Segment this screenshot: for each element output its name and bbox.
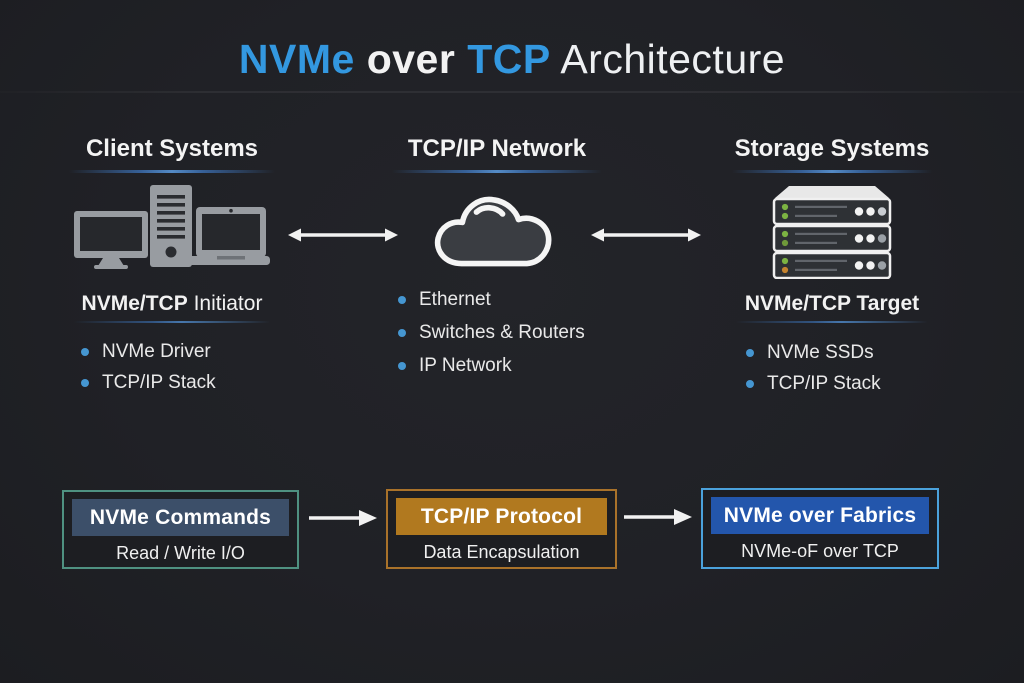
tcpip-network-header: TCP/IP Network — [407, 135, 587, 162]
list-item: NVMe SSDs — [746, 337, 946, 368]
initiator-subheader-regular: Initiator — [187, 292, 263, 315]
nvme-commands-box-header: NVMe Commands — [72, 499, 289, 536]
tcpip-protocol-box: TCP/IP Protocol Data Encapsulation — [386, 489, 617, 569]
title-nvme: NVMe — [238, 36, 355, 82]
bullet-dot — [398, 295, 406, 304]
storage-systems-header: Storage Systems — [734, 135, 930, 162]
bullet-dot — [81, 347, 89, 356]
title-architecture: Architecture — [550, 36, 786, 82]
nvme-over-fabrics-box: NVMe over Fabrics NVMe-oF over TCP — [701, 488, 939, 569]
nvme-over-fabrics-box-header: NVMe over Fabrics — [711, 497, 929, 534]
page-title: NVMe over TCP Architecture — [0, 36, 1024, 83]
bullet-label: Switches & Routers — [419, 321, 585, 343]
desktop-tower-laptop-icon — [55, 185, 289, 274]
target-underline — [736, 321, 928, 323]
storage-systems-column: Storage Systems NVMe/TC — [718, 135, 946, 415]
title-separator — [0, 91, 1024, 93]
tcpip-protocol-box-header: TCP/IP Protocol — [396, 498, 607, 535]
target-subheader-bold: NVMe/TCP Target — [744, 292, 920, 315]
initiator-subheader: NVMe/TCP Initiator — [55, 292, 289, 316]
storage-header-underline — [731, 170, 933, 173]
initiator-subheader-bold: NVMe/TCP — [81, 292, 188, 315]
list-item: NVMe Driver — [81, 336, 289, 367]
target-subheader: NVMe/TCP Target — [718, 292, 946, 316]
client-header-underline — [69, 170, 275, 173]
initiator-underline — [73, 321, 271, 323]
flow-arrow-right-icon — [307, 508, 379, 528]
tcpip-protocol-box-body: Data Encapsulation — [423, 541, 580, 562]
bullet-dot — [746, 379, 754, 388]
server-stack-icon — [718, 185, 946, 284]
network-header-underline — [392, 170, 602, 173]
bullet-label: NVMe Driver — [102, 340, 211, 362]
bullet-dot — [398, 361, 406, 370]
list-item: TCP/IP Stack — [746, 368, 946, 399]
bullet-label: NVMe SSDs — [767, 341, 874, 363]
network-storage-double-arrow-icon — [591, 227, 701, 243]
cloud-icon — [378, 185, 616, 276]
bullet-dot — [746, 348, 754, 357]
flow-arrow-right-icon — [622, 507, 694, 527]
nvme-over-fabrics-box-body: NVMe-oF over TCP — [741, 540, 899, 561]
list-item: IP Network — [398, 349, 616, 382]
title-over: over — [354, 36, 468, 82]
storage-bullet-list: NVMe SSDs TCP/IP Stack — [718, 337, 946, 399]
title-tcp: TCP — [467, 36, 551, 82]
client-network-double-arrow-icon — [288, 227, 398, 243]
client-systems-header: Client Systems — [85, 135, 259, 162]
list-item: TCP/IP Stack — [81, 367, 289, 398]
list-item: Ethernet — [398, 283, 616, 316]
nvme-commands-box: NVMe Commands Read / Write I/O — [62, 490, 299, 569]
network-bullet-list: Ethernet Switches & Routers IP Network — [378, 283, 616, 382]
bullet-dot — [398, 328, 406, 337]
list-item: Switches & Routers — [398, 316, 616, 349]
nvme-commands-box-body: Read / Write I/O — [116, 542, 245, 563]
client-bullet-list: NVMe Driver TCP/IP Stack — [55, 336, 289, 398]
bullet-label: Ethernet — [419, 288, 491, 310]
bullet-label: TCP/IP Stack — [102, 371, 216, 393]
bullet-dot — [81, 378, 89, 387]
bullet-label: IP Network — [419, 354, 512, 376]
bullet-label: TCP/IP Stack — [767, 372, 881, 394]
client-systems-column: Client Systems — [55, 135, 289, 415]
tcpip-network-column: TCP/IP Network Ethernet Switches & Route… — [378, 135, 616, 415]
